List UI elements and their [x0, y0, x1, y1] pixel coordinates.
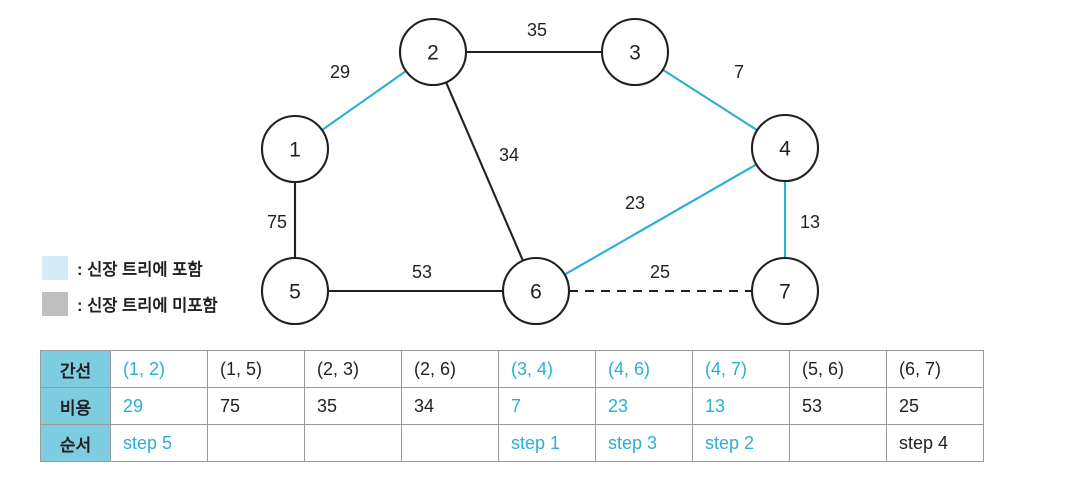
edges-layer [293, 50, 787, 293]
edge-cost-table: 간선(1, 2)(1, 5)(2, 3)(2, 6)(3, 4)(4, 6)(4… [40, 350, 984, 462]
node-label-6: 6 [530, 281, 542, 304]
table-cell-edge-3: (2, 3) [304, 350, 402, 388]
table-cell-order-7: step 2 [692, 424, 790, 462]
table-cell-cost-5: 7 [498, 387, 596, 425]
legend-item-excluded: : 신장 트리에 미포함 [42, 288, 272, 320]
table-cell-edge-5: (3, 4) [498, 350, 596, 388]
table-cell-edge-2: (1, 5) [207, 350, 305, 388]
table-cell-edge-1: (1, 2) [110, 350, 208, 388]
table-cell-order-2 [207, 424, 305, 462]
edge-3-4 [662, 68, 758, 132]
graph-node-4: 4 [750, 113, 820, 183]
table-row-header-edge: 간선 [40, 350, 111, 388]
node-label-4: 4 [779, 138, 791, 161]
node-circle-4 [750, 113, 820, 183]
graph-node-7: 7 [750, 256, 820, 326]
node-label-3: 3 [629, 42, 641, 65]
table-cell-edge-8: (5, 6) [789, 350, 887, 388]
table-cell-cost-3: 35 [304, 387, 402, 425]
table-cell-edge-6: (4, 6) [595, 350, 693, 388]
graph-node-2: 2 [398, 17, 468, 87]
table-row-header-order: 순서 [40, 424, 111, 462]
legend: : 신장 트리에 포함 : 신장 트리에 미포함 [42, 252, 272, 324]
node-circle-3 [600, 17, 670, 87]
table-cell-order-5: step 1 [498, 424, 596, 462]
edge-weight-4-7: 13 [800, 212, 820, 232]
node-circle-7 [750, 256, 820, 326]
edge-2-6 [445, 81, 524, 262]
table-row-header-cost: 비용 [40, 387, 111, 425]
edge-weight-1-2: 29 [330, 62, 350, 82]
legend-label: : 신장 트리에 미포함 [77, 297, 218, 315]
table-cell-cost-7: 13 [692, 387, 790, 425]
node-circle-1 [260, 114, 330, 184]
node-label-7: 7 [779, 281, 791, 304]
node-circle-6 [501, 256, 571, 326]
node-label-1: 1 [289, 139, 301, 162]
edge-weight-5-6: 53 [412, 262, 432, 282]
legend-swatch-icon [42, 256, 68, 280]
node-circle-5 [260, 256, 330, 326]
legend-item-included: : 신장 트리에 포함 [42, 252, 272, 284]
table-cell-edge-9: (6, 7) [886, 350, 984, 388]
table-cell-cost-2: 75 [207, 387, 305, 425]
legend-swatch-icon [42, 292, 68, 316]
edge-weight-2-3: 35 [527, 20, 547, 40]
table-cell-edge-4: (2, 6) [401, 350, 499, 388]
node-label-2: 2 [427, 42, 439, 65]
table-cell-order-3 [304, 424, 402, 462]
graph-node-5: 5 [260, 256, 330, 326]
table-cell-order-4 [401, 424, 499, 462]
edge-4-6 [564, 163, 757, 276]
table-cell-order-6: step 3 [595, 424, 693, 462]
table-cell-cost-9: 25 [886, 387, 984, 425]
table-cell-cost-6: 23 [595, 387, 693, 425]
edge-weight-6-7: 25 [650, 262, 670, 282]
graph-node-6: 6 [501, 256, 571, 326]
table-cell-order-1: step 5 [110, 424, 208, 462]
node-circle-2 [398, 17, 468, 87]
table-cell-cost-4: 34 [401, 387, 499, 425]
table-cell-edge-7: (4, 7) [692, 350, 790, 388]
edge-weight-3-4: 7 [734, 62, 744, 82]
edge-weight-4-6: 23 [625, 193, 645, 213]
edge-1-2 [321, 70, 407, 131]
legend-label: : 신장 트리에 포함 [77, 261, 203, 279]
graph-node-1: 1 [260, 114, 330, 184]
table-cell-cost-8: 53 [789, 387, 887, 425]
table-row-edge: 간선(1, 2)(1, 5)(2, 3)(2, 6)(3, 4)(4, 6)(4… [40, 350, 984, 388]
node-label-5: 5 [289, 281, 301, 304]
edge-weight-2-6: 34 [499, 145, 519, 165]
table-cell-order-8 [789, 424, 887, 462]
table-cell-order-9: step 4 [886, 424, 984, 462]
table-cell-cost-1: 29 [110, 387, 208, 425]
graph-node-3: 3 [600, 17, 670, 87]
edge-weight-1-5: 75 [267, 212, 287, 232]
